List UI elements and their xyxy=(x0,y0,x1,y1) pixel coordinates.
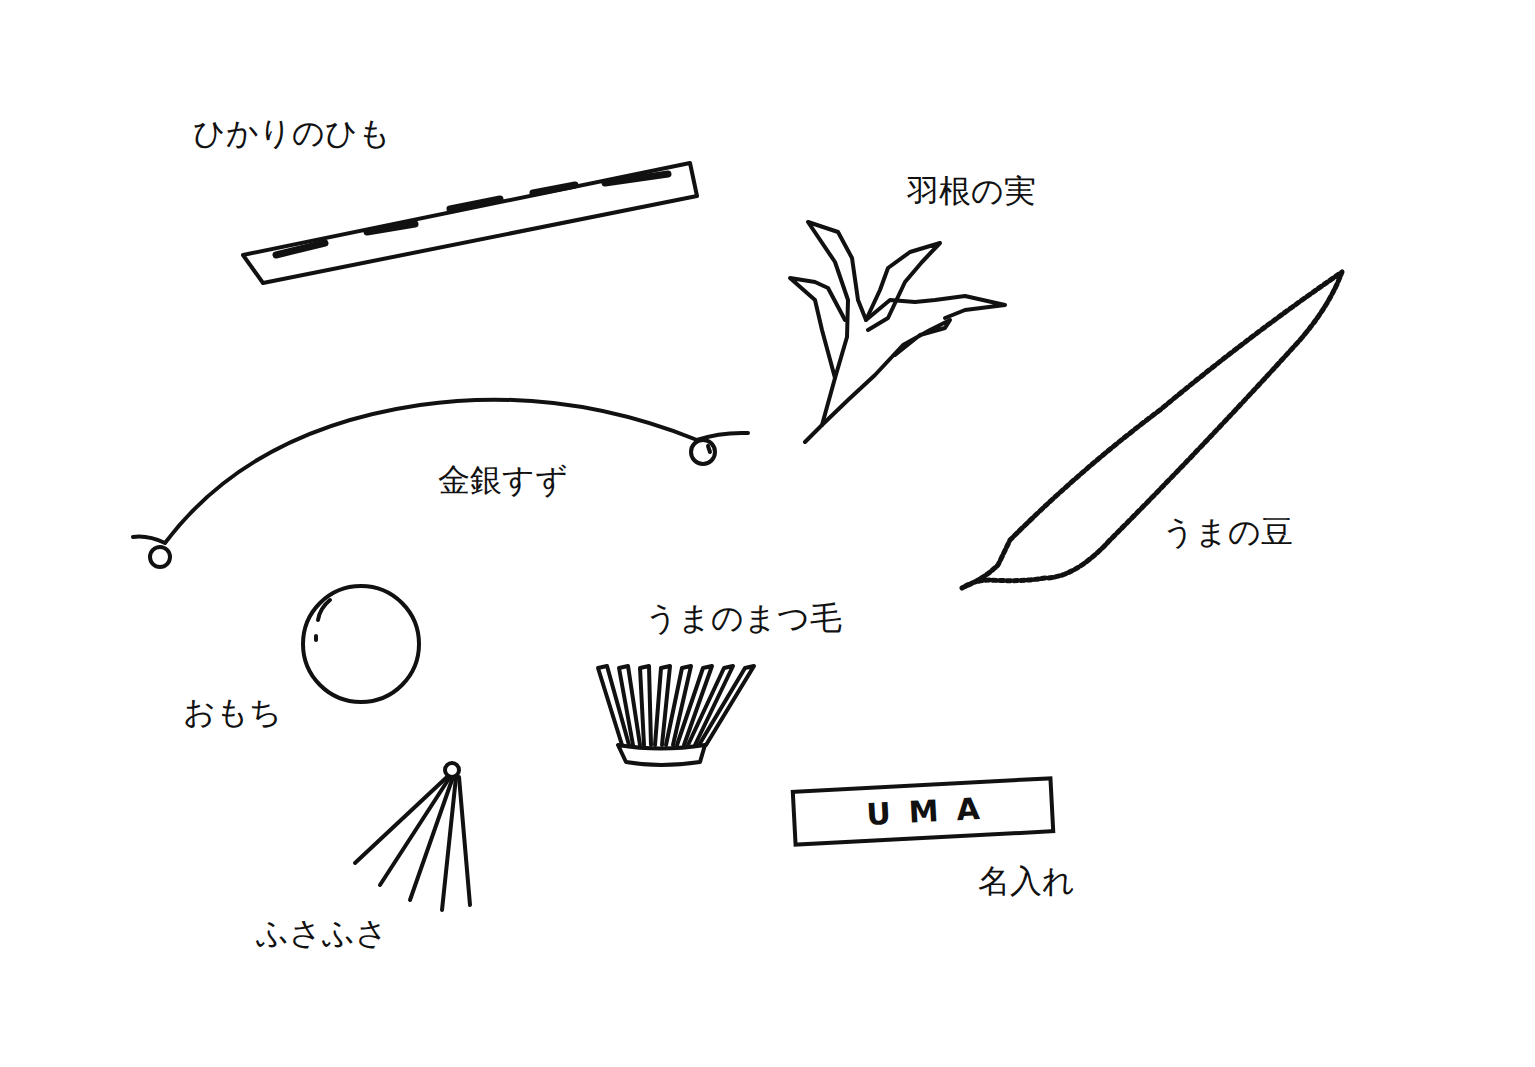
part-label: うまのまつ毛 xyxy=(645,601,842,636)
tassel xyxy=(355,763,470,910)
mochi xyxy=(303,586,419,702)
light-string xyxy=(243,163,697,283)
part-label: おもち xyxy=(183,695,282,730)
eyelash-strip xyxy=(688,666,733,745)
tassel-strand xyxy=(442,777,456,910)
eyelashes xyxy=(598,666,754,765)
part-label: ふさふさ xyxy=(256,916,388,951)
part-label: 羽根の実 xyxy=(907,174,1036,209)
part-label: 名入れ xyxy=(978,864,1075,899)
tassel-strand xyxy=(380,777,450,885)
eyelash-strip xyxy=(640,666,651,745)
feather-fruit xyxy=(790,222,1005,442)
light-string-dashes xyxy=(276,174,668,255)
part-label: ひかりのひも xyxy=(193,116,391,151)
part-label: うまの豆 xyxy=(1162,515,1293,550)
name-plate: UMA xyxy=(791,776,1056,846)
tassel-strand xyxy=(459,777,470,905)
plate-text: UMA xyxy=(847,790,998,833)
horse-bean xyxy=(962,272,1342,588)
eyelash-strip xyxy=(619,666,640,745)
part-label: 金銀すず xyxy=(438,463,568,498)
bells-string xyxy=(133,400,748,567)
eyelash-strip xyxy=(699,666,754,745)
